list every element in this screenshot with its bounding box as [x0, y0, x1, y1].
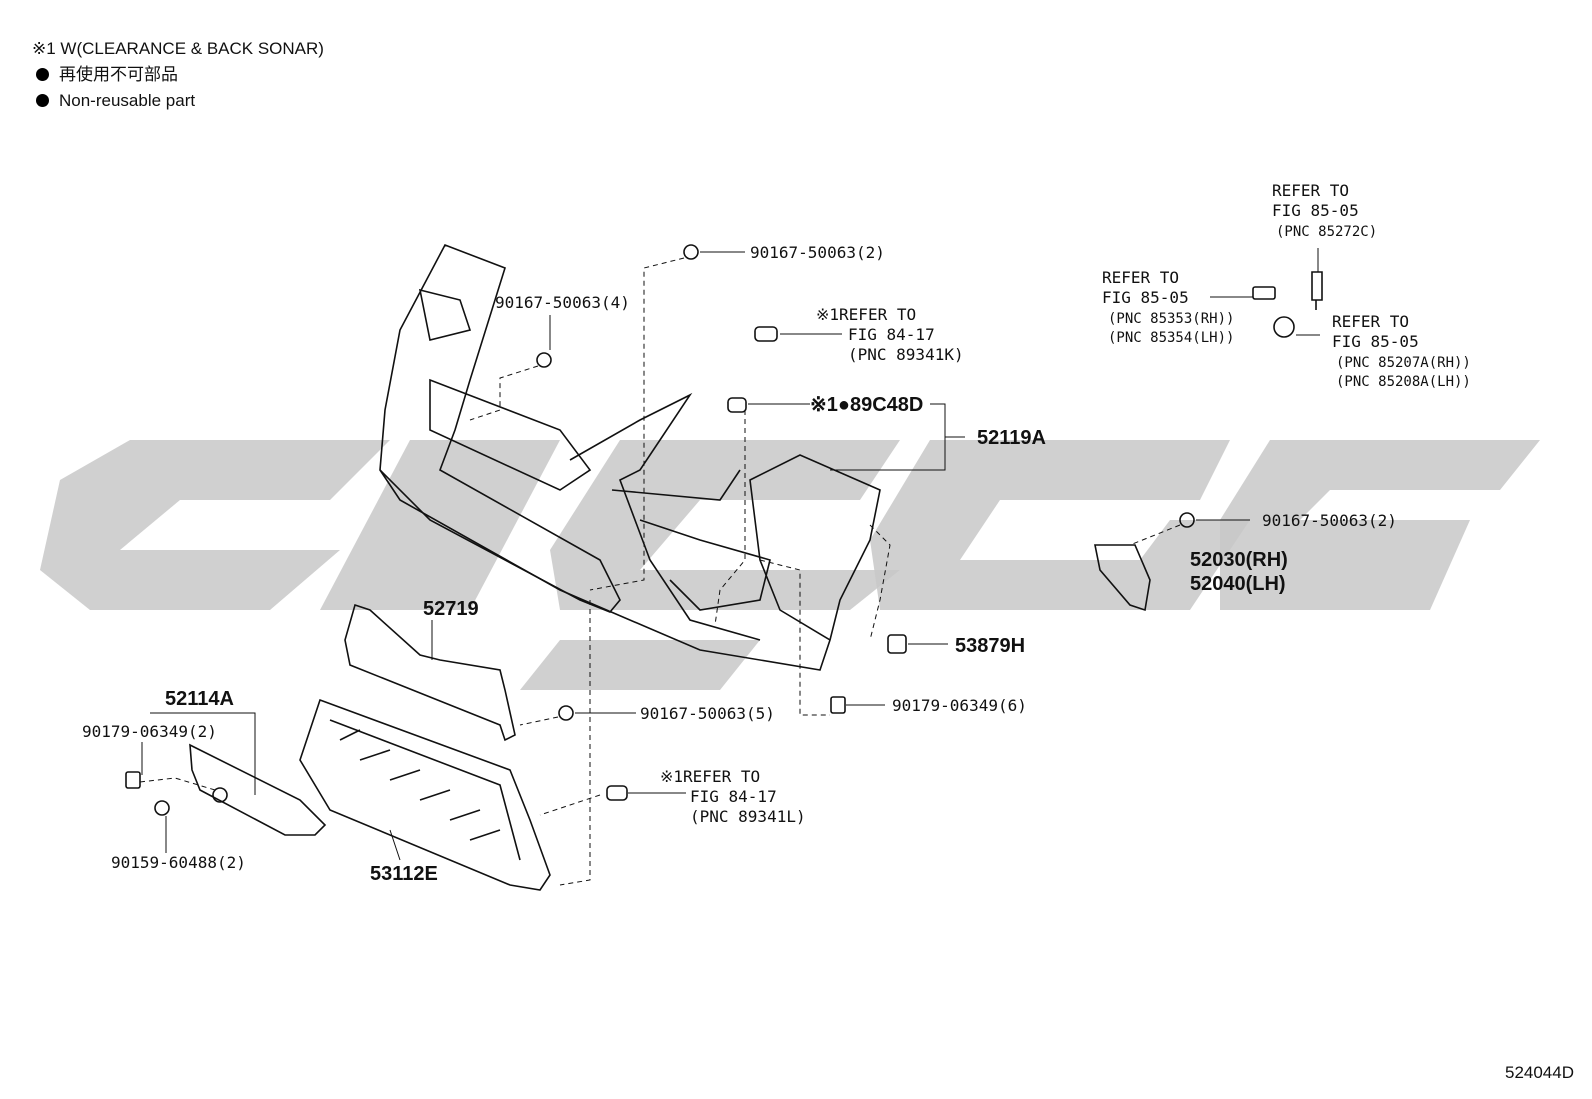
figure-number: 524044D — [1504, 1063, 1574, 1082]
legend-non-reusable-en: Non-reusable part — [32, 88, 324, 114]
small-parts — [125, 244, 1323, 816]
legend-text-jp: 再使用不可部品 — [59, 65, 178, 84]
callout-90179-06349-2: 90179-06349(2) — [82, 722, 217, 741]
callout-85353-line3: (PNC 85353(RH)) — [1108, 311, 1234, 327]
callout-refer-fig84-17-k-line3: (PNC 89341K) — [848, 345, 964, 364]
callout-52040-lh: 52040(LH) — [1190, 573, 1286, 595]
corner-cover — [1094, 544, 1151, 612]
callout-85272c-line1: REFER TO — [1272, 181, 1349, 200]
license-bracket — [189, 743, 327, 836]
legend-note-w: ※1 W(CLEARANCE & BACK SONAR) — [32, 39, 324, 58]
callout-53879h: 53879H — [955, 635, 1025, 657]
callout-85207a-line4: (PNC 85208A(LH)) — [1336, 374, 1471, 390]
callout-refer-fig84-17-k-line2: FIG 84-17 — [848, 325, 935, 344]
grille — [299, 698, 551, 891]
callout-53112e: 53112E — [370, 863, 438, 885]
callout-90167-50063-5: 90167-50063(5) — [640, 704, 775, 723]
bumper-cover — [379, 243, 881, 671]
callout-90167-50063-4: 90167-50063(4) — [495, 293, 630, 312]
callout-90167-50063-2b: 90167-50063(2) — [1262, 511, 1397, 530]
callout-labels: 90167-50063(2) 90167-50063(4) ※1REFER TO… — [82, 181, 1471, 885]
leader-lines — [141, 248, 1320, 861]
callout-refer-fig84-17-k-line1: ※1REFER TO — [816, 305, 916, 324]
callout-85353-line4: (PNC 85354(LH)) — [1108, 330, 1234, 346]
legend-non-reusable-jp: 再使用不可部品 — [32, 62, 324, 88]
callout-refer-fig84-17-l-line3: (PNC 89341L) — [690, 807, 806, 826]
callout-85207a-line1: REFER TO — [1332, 312, 1409, 331]
callout-85207a-line3: (PNC 85207A(RH)) — [1336, 355, 1471, 371]
callout-52114a: 52114A — [165, 688, 234, 710]
callout-85353-line1: REFER TO — [1102, 268, 1179, 287]
callout-90179-06349-6: 90179-06349(6) — [892, 696, 1027, 715]
legend: ※1 W(CLEARANCE & BACK SONAR) 再使用不可部品 Non… — [32, 36, 324, 114]
callout-90167-50063-2a: 90167-50063(2) — [750, 243, 885, 262]
legend-text-en: Non-reusable part — [59, 91, 196, 110]
bullet-icon — [36, 94, 49, 107]
grille-retainer — [344, 603, 516, 742]
callout-52719: 52719 — [423, 598, 479, 620]
callout-90159-60488-2: 90159-60488(2) — [111, 853, 246, 872]
callout-52119a: 52119A — [977, 427, 1046, 449]
watermark-logo — [40, 440, 1540, 690]
callout-89c48d: ※1●89C48D — [810, 394, 923, 416]
callout-refer-fig84-17-l-line1: ※1REFER TO — [660, 767, 760, 786]
dashed-lines — [139, 257, 1181, 886]
bullet-icon — [36, 68, 49, 81]
callout-85207a-line2: FIG 85-05 — [1332, 332, 1419, 351]
callout-52030-rh: 52030(RH) — [1190, 549, 1288, 571]
callout-85272c-line3: (PNC 85272C) — [1276, 224, 1377, 240]
callout-85272c-line2: FIG 85-05 — [1272, 201, 1359, 220]
callout-85353-line2: FIG 85-05 — [1102, 288, 1189, 307]
callout-refer-fig84-17-l-line2: FIG 84-17 — [690, 787, 777, 806]
